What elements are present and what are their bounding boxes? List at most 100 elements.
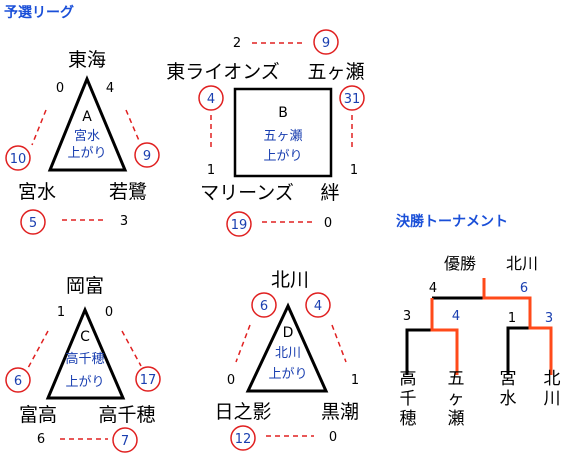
group-d-dash-right <box>331 324 347 363</box>
group-c-label: C <box>80 329 90 345</box>
bracket-team-4-char: 川 <box>544 389 561 409</box>
group-b-winner-line2: 上がり <box>263 149 302 164</box>
champion-label: 優勝 <box>444 254 476 273</box>
group-d-score-top-left: 6 <box>260 299 268 314</box>
group-d-triangle <box>245 302 329 393</box>
group-d-dash-left <box>235 324 251 363</box>
group-b-score-bottom-left: 19 <box>231 218 248 233</box>
group-c-circle-bottom <box>112 427 138 453</box>
group-a-score-bottom-left: 5 <box>29 216 37 231</box>
bracket-line-final-winner <box>482 278 553 375</box>
group-c-team-top: 岡富 <box>66 275 104 297</box>
group-a-score-top-right: 4 <box>106 81 114 96</box>
group-a-dash-right <box>125 109 141 144</box>
group-c-score-top-left: 1 <box>57 305 65 320</box>
group-d-circle-top-left <box>251 292 277 318</box>
group-a-team-top: 東海 <box>68 49 106 71</box>
group-c-winner-line1: 高千穂 <box>65 351 104 367</box>
group-c-score-bottom-left: 6 <box>37 432 45 447</box>
group-a-label: A <box>82 109 92 125</box>
group-a-team-bottom-left: 宮水 <box>18 181 56 203</box>
group-c-score-bottom-right: 7 <box>121 434 129 449</box>
group-d-score-top-right: 4 <box>314 299 322 314</box>
group-b-circle-left <box>198 85 224 111</box>
group-d: 北川 日之影 黒潮 D 北川 上がり 6 4 0 1 12 0 <box>214 269 359 451</box>
group-c-dash-left <box>27 330 49 369</box>
group-c-winner-line2: 上がり <box>65 375 104 390</box>
group-a-winner-line1: 宮水 <box>74 128 100 144</box>
group-c-dash-right <box>121 330 142 367</box>
group-c-circle-left <box>5 367 31 393</box>
group-a-score-left: 10 <box>10 152 27 167</box>
semi-right-score-right: 3 <box>545 311 553 326</box>
group-b-score-left-top: 4 <box>207 92 215 107</box>
bracket-team-4: 北 川 <box>544 369 561 409</box>
group-b-circle-right <box>339 85 365 111</box>
group-c-score-left: 6 <box>14 374 22 389</box>
group-d-team-top: 北川 <box>271 269 309 291</box>
group-b-team-top-right: 五ヶ瀬 <box>307 61 364 83</box>
bracket-team-2-char: ヶ <box>448 389 465 409</box>
bracket-team-4-char: 北 <box>544 369 561 389</box>
group-a-dash-left <box>31 109 47 146</box>
group-d-score-right: 1 <box>351 373 359 388</box>
final-score-right: 6 <box>520 281 528 296</box>
group-b-score-top-left: 2 <box>233 36 241 51</box>
group-b-team-top-left: 東ライオンズ <box>166 61 280 83</box>
group-a-circle-bottom <box>20 209 46 235</box>
group-b-winner-line1: 五ヶ瀬 <box>263 129 302 144</box>
bracket-line-semi-left-loser <box>405 328 432 375</box>
group-a-score-top-left: 0 <box>56 81 64 96</box>
group-a-circle-right <box>134 142 160 168</box>
bracket-team-3-char: 水 <box>500 389 517 409</box>
group-b-score-left-bottom: 1 <box>207 163 215 178</box>
group-c-triangle <box>45 306 126 400</box>
group-b-score-top-right: 9 <box>322 36 330 51</box>
group-b-score-bottom-right: 0 <box>324 216 332 231</box>
group-d-team-bottom-right: 黒潮 <box>321 401 359 423</box>
final-score-left: 4 <box>429 281 437 296</box>
semi-left-score-right: 4 <box>452 309 460 324</box>
tournament-bracket: 優勝 北川 4 6 3 4 1 3 高 千 穂 五 ヶ 瀬 宮 水 <box>400 254 561 429</box>
group-c: 岡富 富高 高千穂 C 高千穂 上がり 1 0 6 17 6 7 <box>5 275 161 453</box>
group-a-circle-left <box>5 145 31 171</box>
group-a: 東海 宮水 若鷺 A 宮水 上がり 0 4 10 9 5 3 <box>5 49 160 235</box>
group-b-team-bottom-right: 絆 <box>320 182 339 204</box>
group-a-winner-line2: 上がり <box>67 146 106 161</box>
group-b-score-right-bottom: 1 <box>350 163 358 178</box>
group-a-team-bottom-right: 若鷺 <box>109 181 147 203</box>
group-a-score-right: 9 <box>143 149 151 164</box>
bracket-team-3: 宮 水 <box>500 369 517 409</box>
bracket-team-1: 高 千 穂 <box>400 369 417 429</box>
group-b-team-bottom-left: マリーンズ <box>200 182 294 204</box>
group-d-circle-bottom <box>230 425 256 451</box>
semi-left-score-left: 3 <box>403 309 411 324</box>
bracket-team-1-char: 高 <box>400 369 417 389</box>
group-b-score-right-top: 31 <box>344 92 361 107</box>
semi-right-score-left: 1 <box>508 311 516 326</box>
group-d-winner-line2: 上がり <box>268 367 307 382</box>
group-d-score-left: 0 <box>227 373 235 388</box>
tournament-title: 決勝トーナメント <box>396 213 508 230</box>
group-c-score-right: 17 <box>140 373 157 388</box>
group-a-triangle <box>47 75 128 172</box>
bracket-team-2-char: 瀬 <box>448 409 465 429</box>
bracket-team-1-char: 穂 <box>400 409 417 429</box>
group-d-circle-top-right <box>305 292 331 318</box>
group-b-circle-bottom <box>226 211 252 237</box>
group-d-score-bottom-right: 0 <box>329 430 337 445</box>
champion-name: 北川 <box>506 254 538 273</box>
group-d-winner-line1: 北川 <box>275 346 301 361</box>
group-c-score-top-right: 0 <box>105 305 113 320</box>
group-d-team-bottom-left: 日之影 <box>214 401 271 423</box>
group-c-circle-right <box>135 366 161 392</box>
group-b: 東ライオンズ 五ヶ瀬 マリーンズ 絆 B 五ヶ瀬 上がり 2 9 4 1 31 … <box>166 29 365 237</box>
group-a-score-bottom-right: 3 <box>120 214 128 229</box>
group-c-team-bottom-left: 富高 <box>19 404 57 426</box>
bracket-team-1-char: 千 <box>400 389 417 409</box>
group-b-circle-top <box>313 29 339 55</box>
bracket-line-semi-left-winner <box>430 298 459 375</box>
group-b-square <box>233 87 333 178</box>
group-c-team-bottom-right: 高千穂 <box>98 404 155 426</box>
